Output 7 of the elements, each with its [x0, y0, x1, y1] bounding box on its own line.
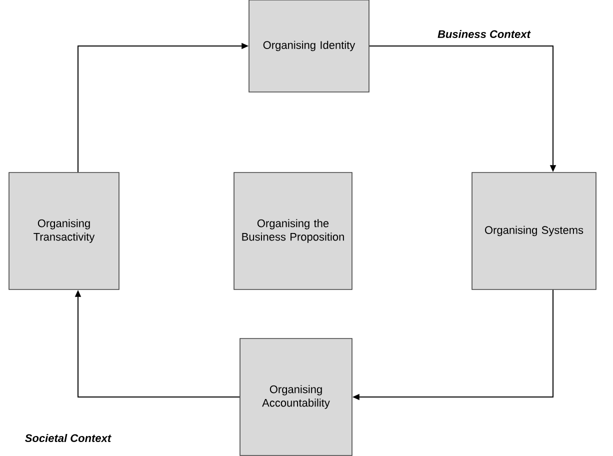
process-box: Organising Identity [248, 0, 370, 92]
context-label: Business Context [438, 30, 531, 38]
process-box: Organising Accountability [240, 338, 352, 456]
process-box: Organising the Business Proposition [234, 172, 352, 290]
context-label: Societal Context [25, 434, 112, 442]
process-box: Organising Systems [472, 172, 596, 290]
process-box: Organising Transactivity [8, 172, 120, 290]
